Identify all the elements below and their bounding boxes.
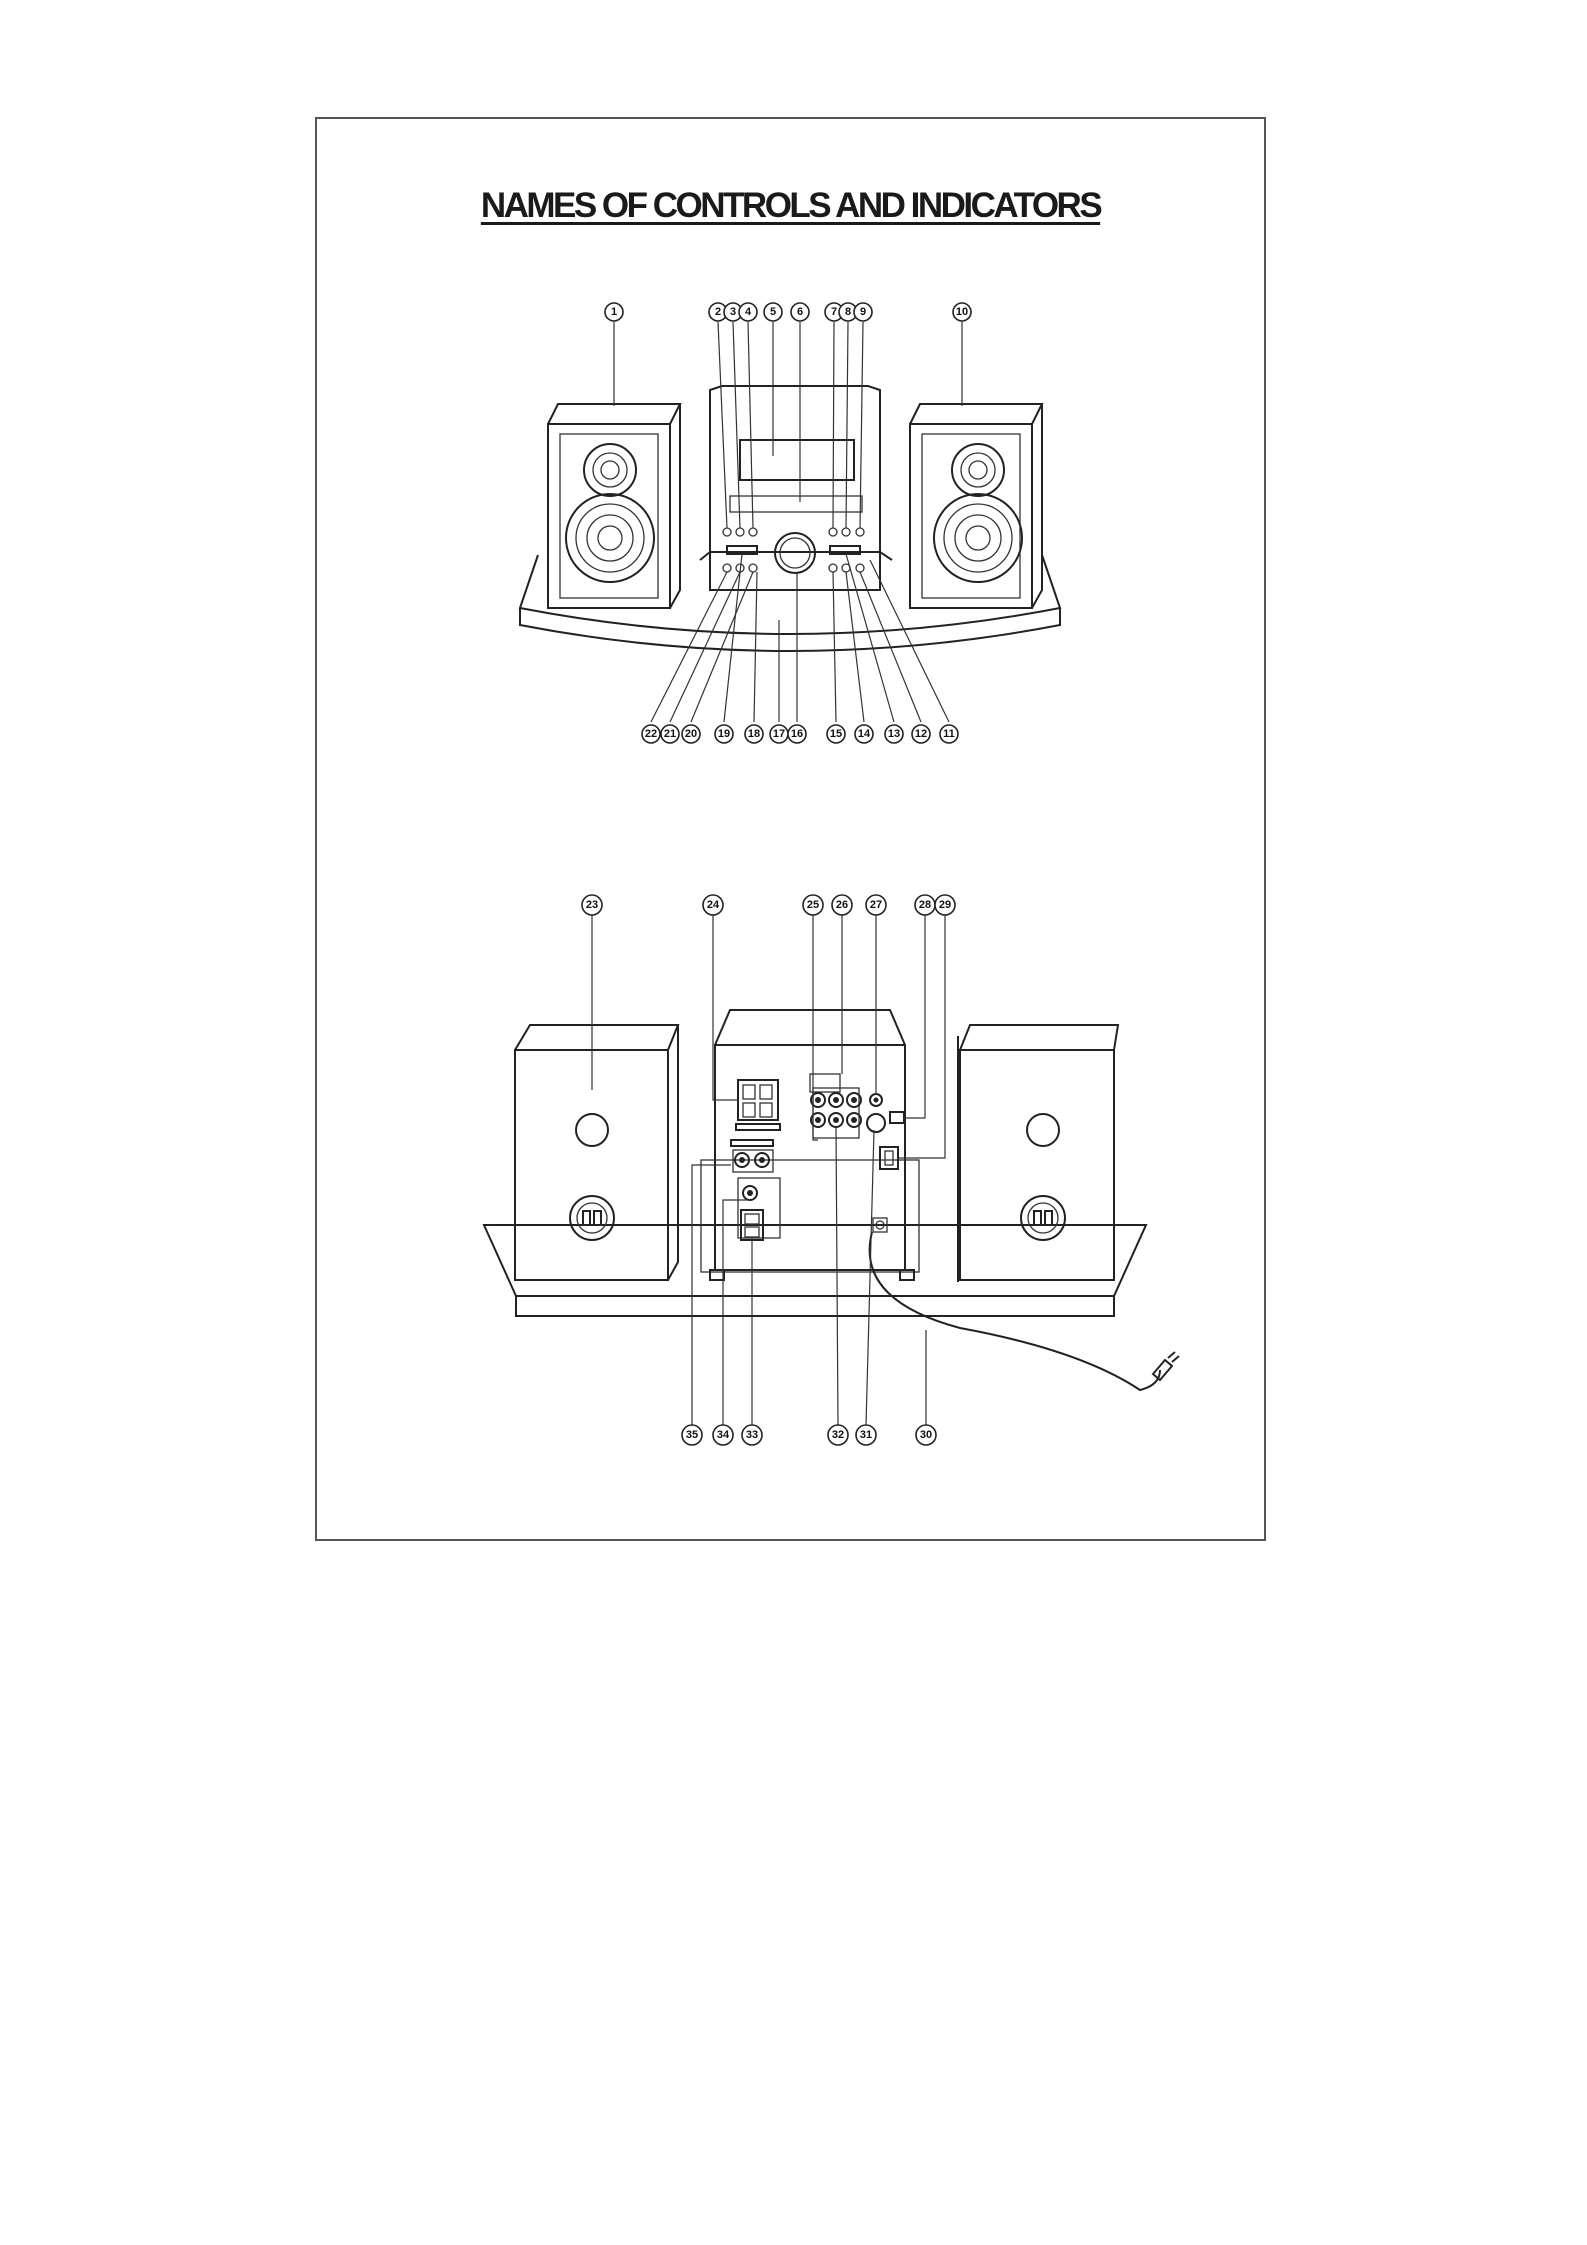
rear-top-leaders [592,915,945,1158]
rear-base-platform [484,1225,1146,1296]
svg-text:32: 32 [832,1429,844,1441]
svg-text:30: 30 [920,1429,932,1441]
svg-text:27: 27 [870,899,882,911]
callout-28: 28 [915,895,935,915]
callout-26: 26 [832,895,852,915]
rear-right-speaker [958,1025,1118,1282]
svg-text:24: 24 [707,899,720,911]
callout-31: 31 [856,1425,876,1445]
svg-text:28: 28 [919,899,931,911]
callout-35: 35 [682,1425,702,1445]
callout-33: 33 [742,1425,762,1445]
callout-23: 23 [582,895,602,915]
rear-main-unit [701,1010,919,1280]
callout-24: 24 [703,895,723,915]
svg-text:25: 25 [807,899,819,911]
rear-left-speaker [515,1025,678,1280]
callout-27: 27 [866,895,886,915]
svg-text:23: 23 [586,899,598,911]
rear-bottom-leaders [692,1127,926,1425]
power-cord [870,1232,1160,1390]
callout-29: 29 [935,895,955,915]
svg-text:26: 26 [836,899,848,911]
svg-text:35: 35 [686,1429,698,1441]
svg-text:29: 29 [939,899,951,911]
svg-text:31: 31 [860,1429,872,1441]
power-plug-icon [1153,1352,1179,1380]
svg-text:34: 34 [717,1429,730,1441]
callout-34: 34 [713,1425,733,1445]
callout-25: 25 [803,895,823,915]
rear-view-diagram: 23 24 25 26 27 28 29 35 34 33 32 31 30 [0,0,1587,1500]
callout-32: 32 [828,1425,848,1445]
callout-30: 30 [916,1425,936,1445]
svg-text:33: 33 [746,1429,758,1441]
rear-base-edge [516,1296,1114,1316]
